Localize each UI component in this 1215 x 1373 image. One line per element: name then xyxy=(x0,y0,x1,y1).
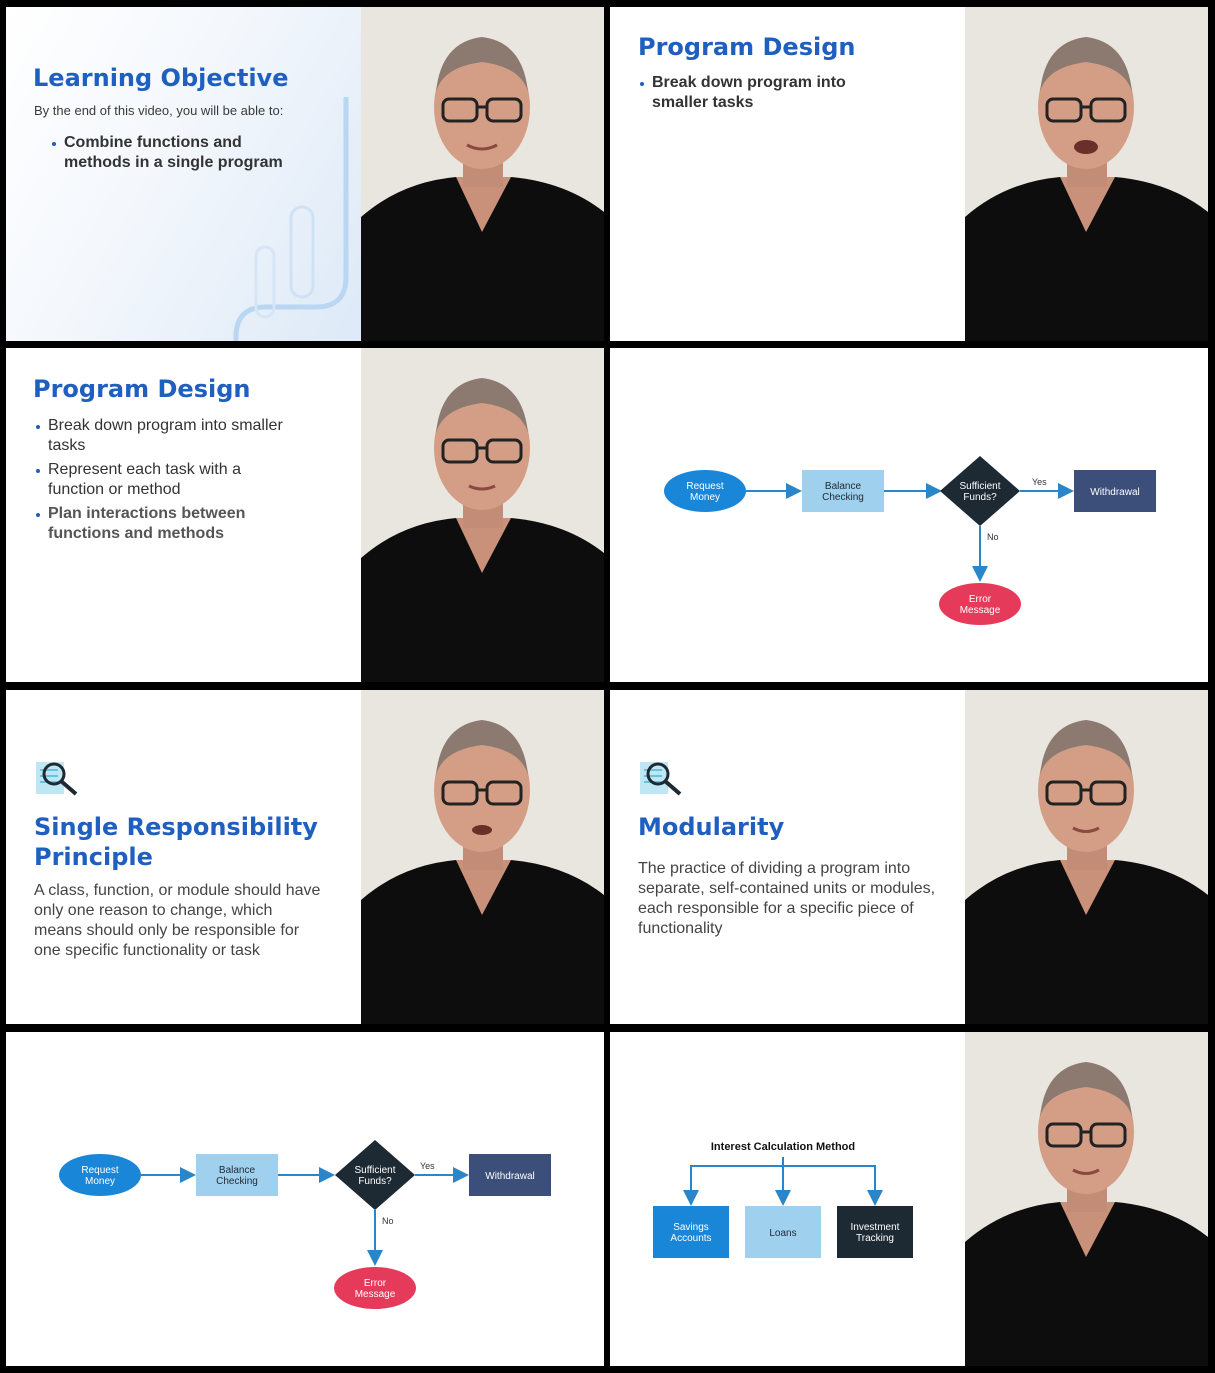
page-title: Single Responsibility Principle xyxy=(34,812,318,872)
decision-label-2: Funds? xyxy=(358,1176,392,1187)
decision-label-1: Sufficient xyxy=(960,481,1001,492)
balance-label-2: Checking xyxy=(216,1176,258,1187)
speaker-video xyxy=(361,7,604,341)
request-money-node xyxy=(59,1154,141,1196)
yes-label: Yes xyxy=(420,1161,435,1171)
request-label-1: Request xyxy=(686,481,723,492)
sufficient-funds-decision xyxy=(940,456,1020,526)
speaker-video xyxy=(965,690,1208,1024)
box-label: Loans xyxy=(769,1228,796,1239)
decision-label-2: Funds? xyxy=(963,492,997,503)
frame-learning-objective: Learning Objective By the end of this vi… xyxy=(6,7,604,341)
box-label: Tracking xyxy=(856,1233,894,1244)
box-label: Accounts xyxy=(670,1233,711,1244)
frame-flowchart-2: Request Money Balance Checking Sufficien… xyxy=(6,1032,604,1366)
flowchart: Request Money Balance Checking Sufficien… xyxy=(664,456,1156,625)
frame-program-design-2: Program Design Break down program into s… xyxy=(6,348,604,682)
decorative-lines xyxy=(233,97,349,341)
speaker-figure xyxy=(965,690,1208,1024)
design-list: Break down program into smaller tasks xyxy=(638,73,888,117)
objective-list: Combine functions and methods in a singl… xyxy=(50,133,310,177)
error-label-1: Error xyxy=(364,1278,387,1289)
withdrawal-node xyxy=(1074,470,1156,512)
withdrawal-label: Withdrawal xyxy=(485,1171,534,1182)
definition-text: A class, function, or module should have… xyxy=(34,882,321,959)
definition-text: The practice of dividing a program into … xyxy=(638,860,936,937)
request-money-node xyxy=(664,470,746,512)
page-title: Learning Objective xyxy=(33,64,289,92)
error-message-node xyxy=(334,1267,416,1309)
withdrawal-node xyxy=(469,1154,551,1196)
balance-checking-node xyxy=(802,470,884,512)
yes-label: Yes xyxy=(1032,477,1047,487)
list-item: Break down program into smaller tasks xyxy=(638,73,888,113)
speaker-video xyxy=(965,7,1208,341)
error-label-1: Error xyxy=(969,594,992,605)
loans-box xyxy=(745,1206,821,1258)
decision-label-1: Sufficient xyxy=(355,1165,396,1176)
no-label: No xyxy=(382,1216,394,1226)
box-label: Savings xyxy=(673,1222,709,1233)
title-line-2: Principle xyxy=(34,843,153,871)
title-line-1: Single Responsibility xyxy=(34,813,318,841)
flowchart: Request Money Balance Checking Sufficien… xyxy=(59,1140,551,1309)
frame-flowchart-1: Request Money Balance Checking Sufficien… xyxy=(610,348,1208,682)
balance-checking-node xyxy=(196,1154,278,1196)
design-list: Break down program into smaller tasks Re… xyxy=(34,416,284,548)
subtitle: By the end of this video, you will be ab… xyxy=(34,103,284,118)
balance-label-1: Balance xyxy=(825,481,862,492)
request-label-1: Request xyxy=(81,1165,118,1176)
speaker-figure xyxy=(965,1032,1208,1366)
no-label: No xyxy=(987,532,999,542)
connector xyxy=(690,1165,876,1204)
magnifier-document-icon xyxy=(640,762,682,796)
error-label-2: Message xyxy=(355,1289,396,1300)
investment-tracking-box xyxy=(837,1206,913,1258)
page-title: Program Design xyxy=(33,375,251,403)
savings-accounts-box xyxy=(653,1206,729,1258)
error-message-node xyxy=(939,583,1021,625)
frame-modularity: Modularity The practice of dividing a pr… xyxy=(610,690,1208,1024)
page-title: Modularity xyxy=(638,813,785,841)
speaker-figure xyxy=(361,348,604,682)
balance-label-1: Balance xyxy=(219,1165,256,1176)
list-item: Plan interactions between functions and … xyxy=(34,504,284,544)
speaker-video xyxy=(361,690,604,1024)
speaker-figure xyxy=(361,7,604,341)
page-title: Program Design xyxy=(638,33,856,61)
withdrawal-label: Withdrawal xyxy=(1090,487,1139,498)
balance-label-2: Checking xyxy=(822,492,864,503)
gradient-background xyxy=(6,7,362,341)
request-label-2: Money xyxy=(690,492,720,503)
box-label: Investment xyxy=(851,1222,900,1233)
list-item: Represent each task with a function or m… xyxy=(34,460,284,500)
list-item: Break down program into smaller tasks xyxy=(34,416,284,456)
speaker-figure xyxy=(361,690,604,1024)
sufficient-funds-decision xyxy=(335,1140,415,1210)
magnifier-document-icon xyxy=(36,762,78,796)
speaker-figure xyxy=(965,7,1208,341)
error-label-2: Message xyxy=(960,605,1001,616)
speaker-video xyxy=(361,348,604,682)
frame-interest-calculation: Interest Calculation Method Savings Acco… xyxy=(610,1032,1208,1366)
frame-program-design-1: Program Design Break down program into s… xyxy=(610,7,1208,341)
list-item: Combine functions and methods in a singl… xyxy=(50,133,310,173)
request-label-2: Money xyxy=(85,1176,115,1187)
hierarchy-diagram: Interest Calculation Method Savings Acco… xyxy=(653,1141,913,1258)
diagram-heading: Interest Calculation Method xyxy=(711,1141,855,1153)
frame-single-responsibility: Single Responsibility Principle A class,… xyxy=(6,690,604,1024)
speaker-video xyxy=(965,1032,1208,1366)
